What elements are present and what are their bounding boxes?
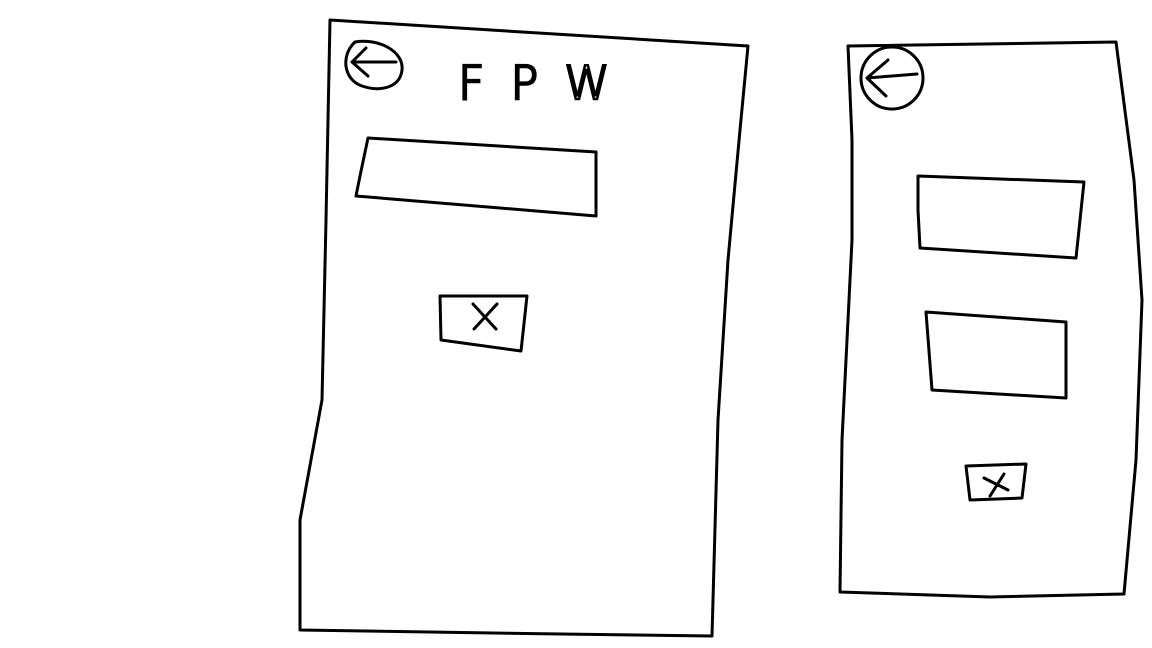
close-x-icon xyxy=(471,302,499,331)
back-button[interactable] xyxy=(344,39,404,91)
close-button[interactable] xyxy=(964,462,1028,502)
phone-frame xyxy=(298,18,750,638)
input-field[interactable] xyxy=(916,174,1086,260)
page-title: FPW xyxy=(458,56,636,110)
input-field[interactable] xyxy=(924,310,1068,400)
input-field[interactable] xyxy=(354,136,598,218)
close-button[interactable] xyxy=(438,294,529,353)
back-button[interactable] xyxy=(859,45,925,111)
back-arrow-icon xyxy=(859,45,925,111)
phone-frame xyxy=(838,40,1144,599)
close-x-icon xyxy=(982,472,1010,498)
back-arrow-icon xyxy=(344,39,404,91)
screen-forgot-password: FPW xyxy=(298,18,750,638)
screen-second xyxy=(838,40,1144,599)
